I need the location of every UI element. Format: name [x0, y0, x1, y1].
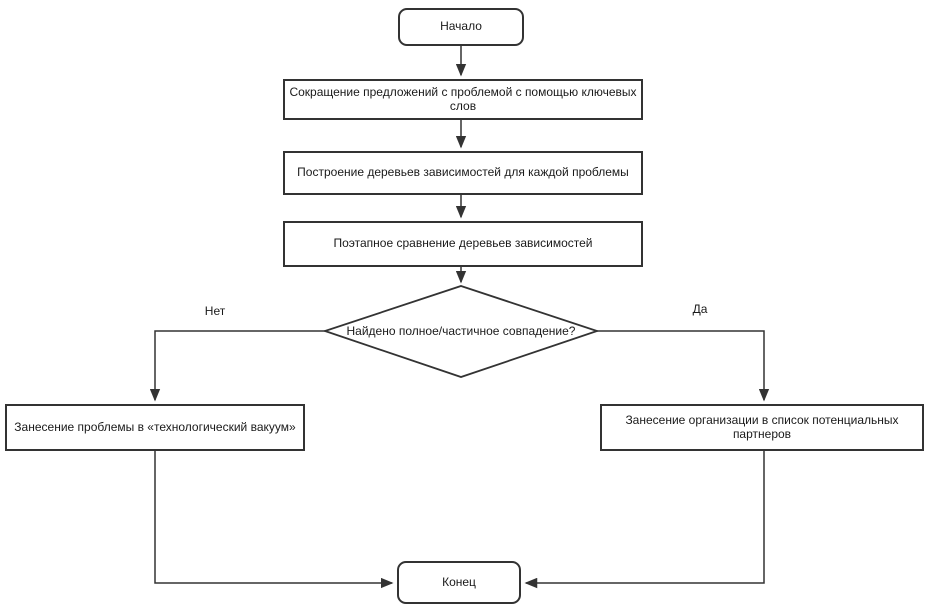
- node-reduce-sentences: Сокращение предложений с проблемой с пом…: [283, 79, 643, 120]
- edge-label-no: Нет: [204, 304, 226, 318]
- edge-label-yes: Да: [692, 302, 708, 316]
- edge-decision-partners: [597, 330, 770, 402]
- node-start-label: Начало: [440, 19, 482, 34]
- node-end-label: Конец: [442, 574, 476, 589]
- node-end: Конец: [397, 561, 521, 604]
- edge-vacuum-end: [154, 451, 394, 589]
- node-compare-trees: Поэтапное сравнение деревьев зависимосте…: [283, 221, 643, 267]
- node-partners-list: Занесение организации в список потенциал…: [600, 404, 924, 451]
- node-build-dependency-trees: Построение деревьев зависимостей для каж…: [283, 151, 643, 195]
- decision-match-found-label: Найдено полное/частичное совпадение?: [346, 324, 576, 338]
- decision-diamond-shape: [322, 285, 600, 378]
- node-partners-list-label: Занесение организации в список потенциал…: [625, 412, 899, 441]
- node-build-dependency-trees-label: Построение деревьев зависимостей для каж…: [297, 165, 629, 180]
- edge-partners-end: [524, 451, 765, 589]
- node-tech-vacuum-label: Занесение проблемы в «технологический ва…: [14, 419, 296, 434]
- node-compare-trees-label: Поэтапное сравнение деревьев зависимосте…: [333, 236, 593, 251]
- node-reduce-sentences-label: Сокращение предложений с проблемой с пом…: [289, 84, 637, 113]
- node-tech-vacuum: Занесение проблемы в «технологический ва…: [5, 404, 305, 451]
- edge-decision-vacuum: [149, 330, 325, 402]
- node-start: Начало: [398, 8, 524, 46]
